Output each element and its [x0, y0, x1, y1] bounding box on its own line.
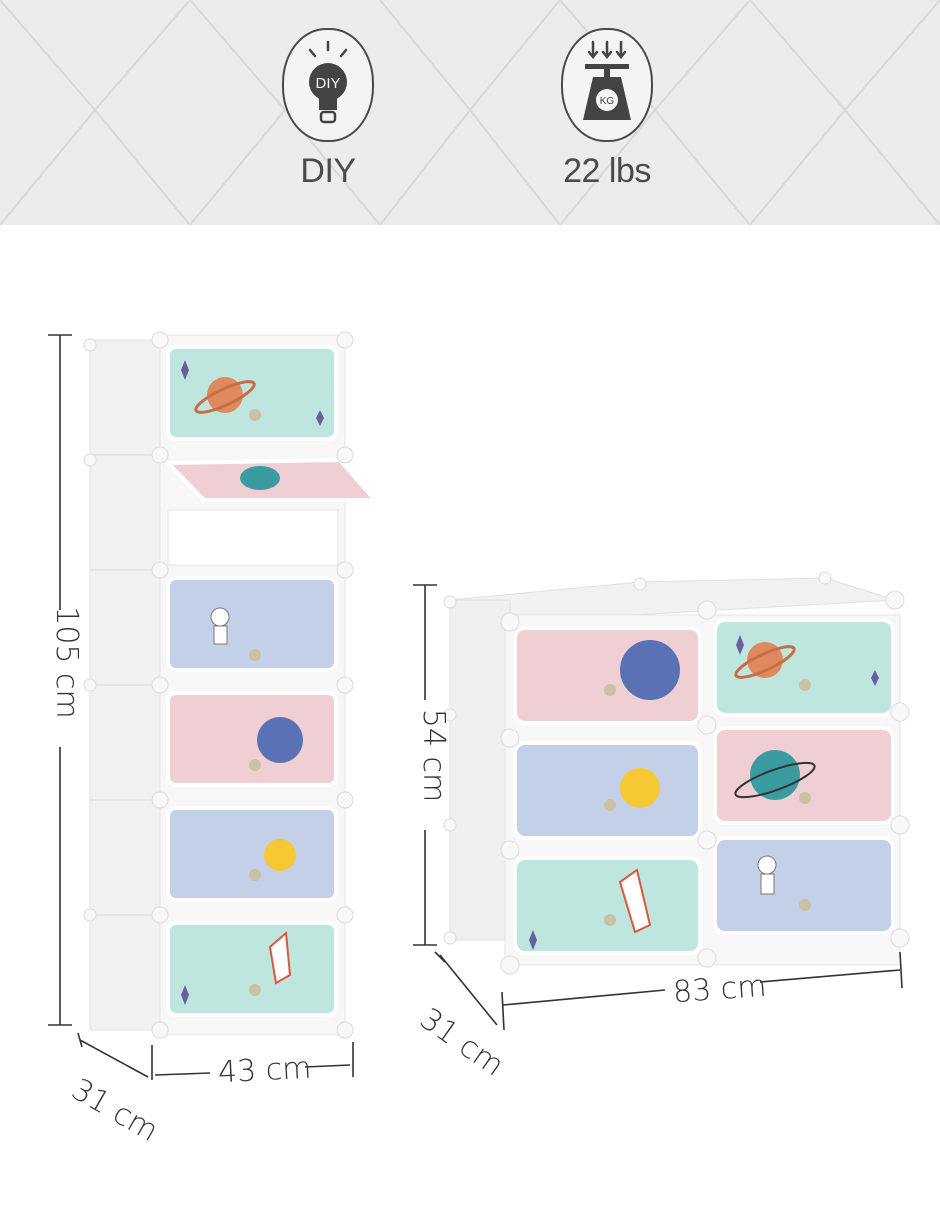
diamond-pattern: [0, 0, 940, 225]
wide-width-label: 83 cm: [671, 968, 768, 1011]
feature-diy: DIY DIY: [273, 28, 383, 191]
door-wide-sun[interactable]: [513, 741, 702, 840]
door-wide-teal-planet[interactable]: [713, 726, 895, 825]
feature-weight: KG 22 lbs: [552, 28, 662, 191]
door-wide-astronaut[interactable]: [713, 836, 895, 935]
door-rocket[interactable]: [166, 921, 338, 1017]
tall-cabinet: 105 cm 43 cm 31 cm: [40, 315, 400, 1155]
wide-height-label: 54 cm: [416, 708, 452, 803]
feature-diy-label: DIY: [300, 152, 356, 190]
door-astronaut[interactable]: [166, 576, 338, 672]
kg-badge-text: KG: [600, 96, 615, 107]
weight-scale-icon: KG: [561, 28, 653, 142]
diy-badge-text: DIY: [315, 75, 340, 92]
wide-cabinet: 54 cm 83 cm 31 cm: [405, 560, 930, 1084]
door-wide-rocket[interactable]: [513, 856, 702, 955]
diy-bulb-icon: DIY: [282, 28, 374, 142]
door-planet-ring[interactable]: [166, 345, 338, 441]
door-sun[interactable]: [166, 806, 338, 902]
tall-height-label: 105 cm: [48, 606, 84, 719]
feature-banner: DIY DIY KG 22 lbs: [0, 0, 940, 225]
feature-weight-label: 22 lbs: [563, 152, 651, 190]
door-blue-planet[interactable]: [166, 691, 338, 787]
tall-width-label: 43 cm: [217, 1050, 313, 1091]
